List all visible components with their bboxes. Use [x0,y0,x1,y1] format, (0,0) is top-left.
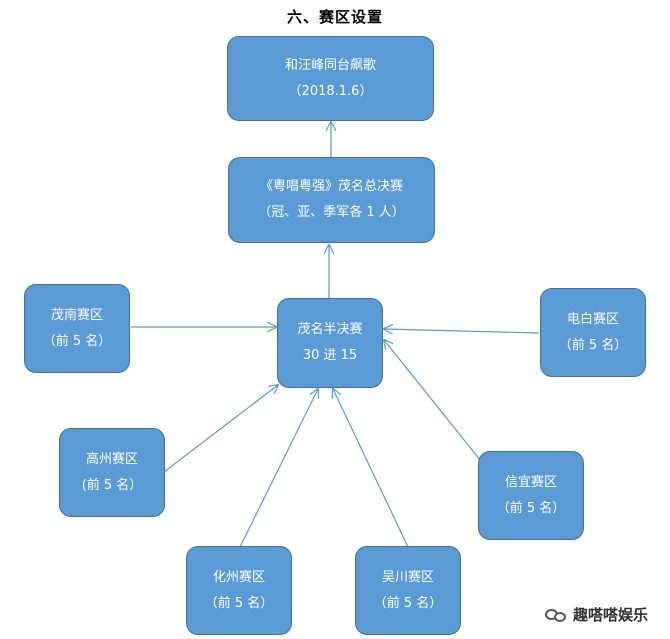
watermark-text: 趣嗒嗒娱乐 [572,606,648,624]
arrow-xinyi-to-semifinal [384,340,486,467]
node-sublabel: （前 5 名） [204,595,274,611]
node-label: 高州赛区 [85,451,138,467]
node-label: 信宜赛区 [504,474,557,490]
node-maonan: 茂南赛区 （前 5 名） [24,284,130,373]
node-label: 茂南赛区 [50,307,103,323]
arrow-gaozhou-to-semifinal [163,385,278,473]
node-label: 《粤唱粤强》茂名总决赛 [259,179,403,194]
node-label: 电白赛区 [566,311,619,327]
node-semifinal: 茂名半决赛 30 进 15 [277,298,383,388]
node-final: 《粤唱粤强》茂名总决赛 （冠、亚、季军各 1 人） [228,157,435,243]
node-sublabel: （前 5 名） [496,500,566,516]
arrow-huazhou-to-semifinal [239,389,318,548]
arrow-dianbai-to-semifinal [384,329,540,333]
node-huazhou: 化州赛区 （前 5 名） [186,546,292,635]
node-wuchuan: 吴川赛区 （前 5 名） [355,546,461,635]
node-xinyi: 信宜赛区 （前 5 名） [478,451,584,540]
arrow-wuchuan-to-semifinal [333,389,409,548]
node-sublabel: 30 进 15 [302,348,358,363]
node-sublabel: （前 5 名） [558,337,628,353]
node-sublabel: (前 5 名） [81,477,143,493]
node-label: 和汪峰同台飙歌 [284,57,376,73]
node-label: 化州赛区 [212,569,265,585]
node-final-performance: 和汪峰同台飙歌 （2018.1.6） [227,36,434,121]
node-label: 茂名半决赛 [297,322,363,337]
node-sublabel: （2018.1.6） [288,83,373,99]
node-dianbai: 电白赛区 （前 5 名） [540,288,646,377]
node-sublabel: （冠、亚、季军各 1 人） [258,205,405,220]
page-title: 六、赛区设置 [286,8,383,26]
watermark: 趣嗒嗒娱乐 [544,604,648,625]
wechat-icon [544,607,567,623]
node-label: 吴川赛区 [381,569,434,585]
node-sublabel: （前 5 名） [42,333,112,349]
node-sublabel: （前 5 名） [373,595,443,611]
node-gaozhou: 高州赛区 (前 5 名） [59,428,165,517]
